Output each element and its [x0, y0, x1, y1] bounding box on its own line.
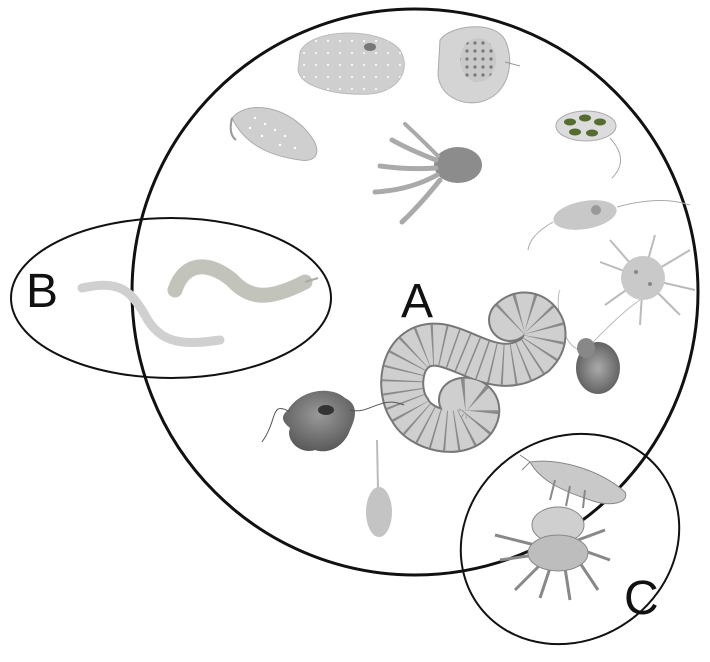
set-b-label: B [26, 268, 58, 316]
nematode-large-icon [175, 267, 318, 295]
mite-icon [495, 507, 610, 600]
flagellate-icon [231, 107, 317, 160]
suctorian-icon [375, 124, 482, 222]
euglenoid-icon [528, 196, 690, 250]
testate-amoeba-icon [298, 33, 404, 94]
earthworm-icon [402, 313, 544, 430]
nematode-small-icon [82, 285, 220, 342]
rotifer-icon [558, 290, 640, 394]
algae-cell-icon [556, 111, 621, 178]
set-c-label: C [624, 575, 659, 623]
fungal-sporangium-icon [366, 440, 392, 537]
heliozoan-icon [600, 235, 695, 325]
ciliate-icon [438, 27, 520, 103]
set-a-label: A [401, 278, 433, 326]
springtail-icon [520, 455, 626, 508]
